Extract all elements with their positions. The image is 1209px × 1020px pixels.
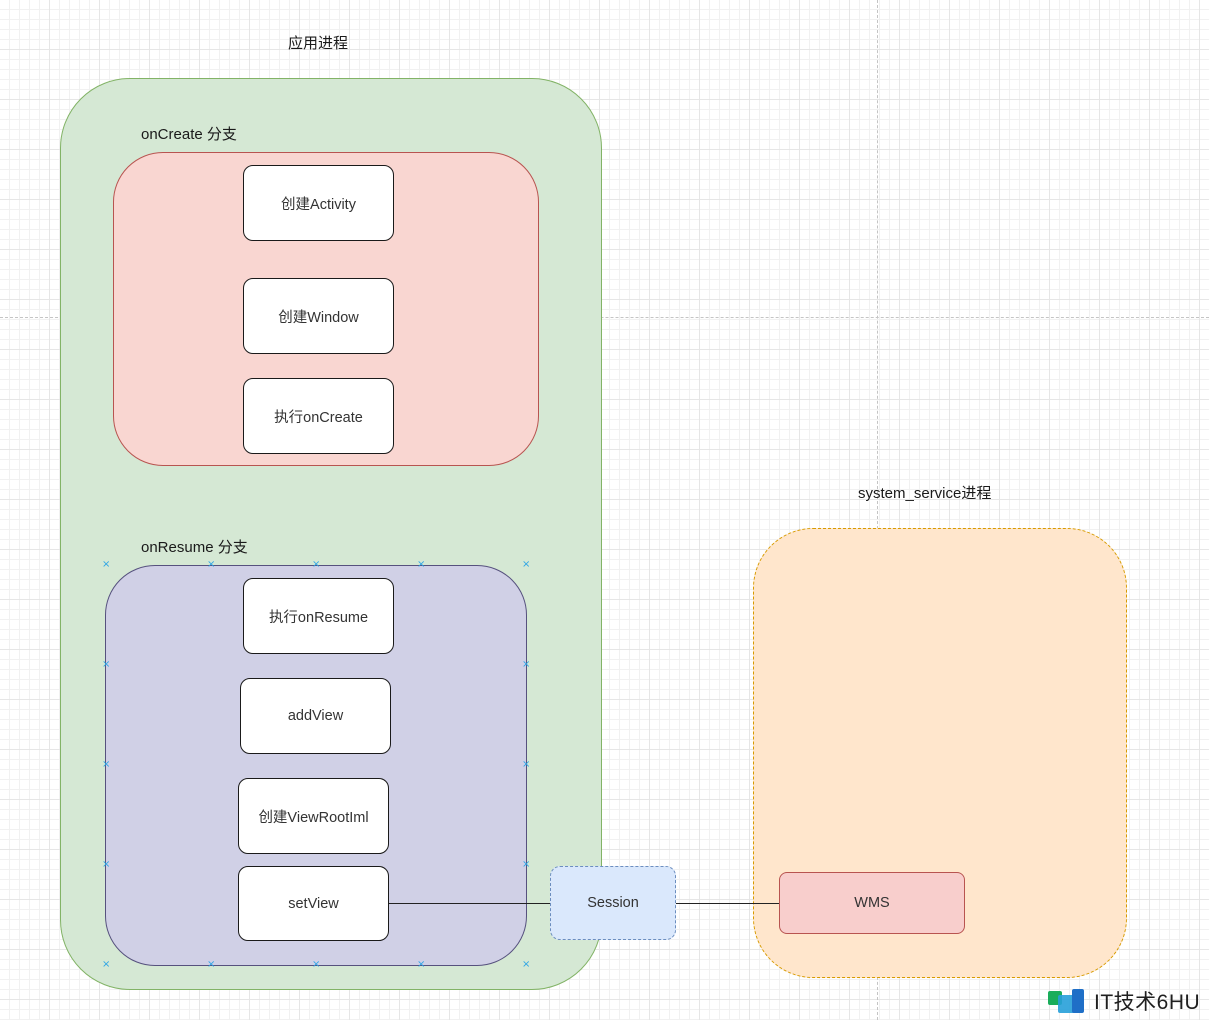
oncreate-group-label: onCreate 分支 [141,126,237,143]
selection-handle-icon[interactable]: × [207,959,216,970]
step-add-view[interactable]: addView [240,678,391,754]
selection-handle-icon[interactable]: × [312,559,321,570]
session-node[interactable]: Session [550,866,676,940]
selection-handle-icon[interactable]: × [522,859,531,870]
step-run-onresume[interactable]: 执行onResume [243,578,394,654]
selection-handle-icon[interactable]: × [102,759,111,770]
selection-handle-icon[interactable]: × [522,659,531,670]
edge-setview-session[interactable] [389,903,551,904]
step-run-oncreate[interactable]: 执行onCreate [243,378,394,454]
selection-handle-icon[interactable]: × [522,759,531,770]
step-create-viewrootiml[interactable]: 创建ViewRootIml [238,778,389,854]
selection-handle-icon[interactable]: × [312,959,321,970]
selection-handle-icon[interactable]: × [417,559,426,570]
wms-node[interactable]: WMS [779,872,965,934]
selection-handle-icon[interactable]: × [522,959,531,970]
step-create-window[interactable]: 创建Window [243,278,394,354]
step-set-view[interactable]: setView [238,866,389,941]
watermark: IT技术6HU [1046,985,1206,1017]
system-process-label: system_service进程 [858,485,992,502]
watermark-logo-icon [1048,989,1084,1013]
selection-handle-icon[interactable]: × [417,959,426,970]
step-create-activity[interactable]: 创建Activity [243,165,394,241]
guide-line-horizontal [0,317,1209,318]
app-process-label: 应用进程 [288,35,349,52]
selection-handle-icon[interactable]: × [102,959,111,970]
edge-session-wms[interactable] [676,903,779,904]
onresume-group-label: onResume 分支 [141,539,248,556]
watermark-text: IT技术6HU [1094,991,1201,1014]
selection-handle-icon[interactable]: × [102,659,111,670]
selection-handle-icon[interactable]: × [102,559,111,570]
selection-handle-icon[interactable]: × [102,859,111,870]
selection-handle-icon[interactable]: × [522,559,531,570]
guide-line-vertical [877,0,878,1020]
selection-handle-icon[interactable]: × [207,559,216,570]
